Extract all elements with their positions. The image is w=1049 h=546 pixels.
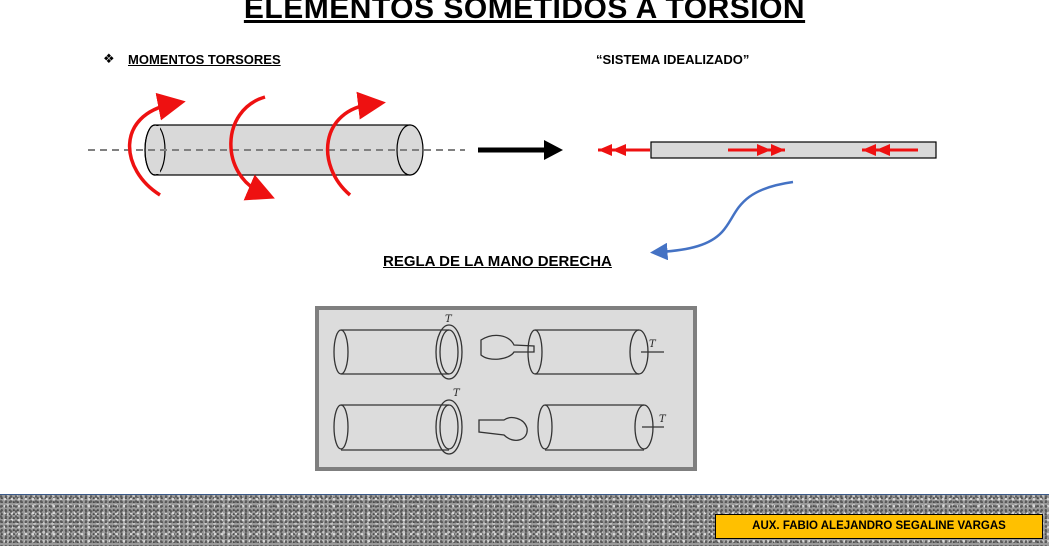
transform-arrowhead-icon [544, 140, 563, 160]
double-arrow-left-icon [862, 144, 918, 156]
page-title: ELEMENTOS SOMETIDOS A TORSION [243, 0, 806, 25]
double-arrow-left-icon [598, 144, 650, 156]
torque-arc-icon [127, 92, 186, 197]
torque-label: T [649, 339, 657, 350]
torque-label: T [659, 414, 667, 425]
curved-pointer-arrow-icon [650, 180, 794, 261]
double-arrow-right-icon [728, 144, 785, 156]
right-hand-rule-photo: T T T T [315, 306, 697, 471]
section-subtitle: MOMENTOS TORSORES [128, 52, 281, 67]
torque-label: T [445, 314, 453, 325]
author-credit: AUX. FABIO ALEJANDRO SEGALINE VARGAS [715, 514, 1043, 539]
idealized-bar [650, 141, 937, 159]
right-hand-rule-illustration: T T T T [333, 314, 667, 455]
torque-arc-icon [326, 91, 386, 197]
idealized-system-label: “SISTEMA IDEALIZADO” [596, 52, 750, 67]
torque-label: T [453, 388, 461, 399]
diamond-bullet-icon: ❖ [103, 51, 115, 66]
torque-arc-icon [229, 95, 275, 201]
right-hand-rule-label: REGLA DE LA MANO DERECHA [383, 253, 612, 270]
torsion-diagram [88, 91, 937, 261]
